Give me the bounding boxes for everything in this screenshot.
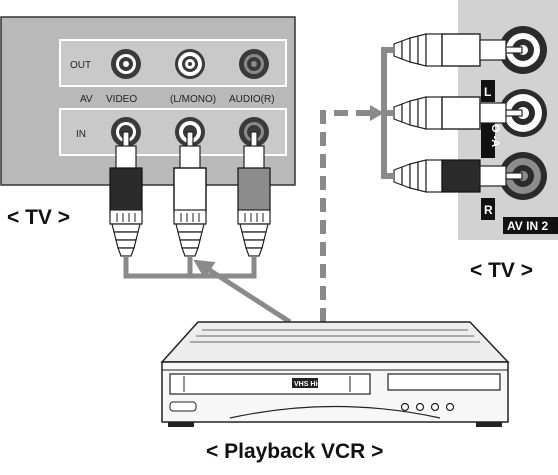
left-tv-caption: < TV > <box>7 206 70 229</box>
av-label: AV <box>80 94 93 105</box>
rca-plug-audio-left <box>173 131 207 257</box>
vcr-badge-box <box>292 378 318 388</box>
out-audio-left-jack <box>175 49 205 79</box>
vcr-badge: VHS HiQ <box>294 381 323 388</box>
out-label: OUT <box>70 60 91 71</box>
video-label: VIDEO <box>106 94 137 105</box>
rca-plug-video <box>109 131 143 257</box>
vcr-display <box>387 373 501 391</box>
rca-plug-right-white <box>393 33 523 67</box>
vcr-tape-slot <box>169 373 371 395</box>
av-in-2-label: AV IN 2 <box>507 219 548 233</box>
vcr-caption: < Playback VCR > <box>206 440 383 463</box>
in-label: IN <box>76 129 86 140</box>
out-audio-right-jack <box>239 49 269 79</box>
vcr-power-button <box>169 401 197 412</box>
left-tv-panel: OUT IN AV VIDEO (L/MONO) AUDIO(R) <box>0 16 296 186</box>
rca-plug-audio-right <box>237 131 271 257</box>
playback-vcr: VHS HiQ <box>160 321 510 427</box>
right-tv-caption: < TV > <box>470 259 533 282</box>
lmono-label: (L/MONO) <box>170 94 216 105</box>
rca-plug-right-white-2 <box>393 96 523 130</box>
right-side-label-r: R <box>484 203 493 217</box>
vcr-control-buttons <box>400 402 455 412</box>
right-side-label-mid: O -A <box>489 124 501 147</box>
right-audio-mono-jack <box>499 89 547 137</box>
right-side-label-l: L <box>484 85 491 99</box>
audio-r-label: AUDIO(R) <box>229 94 275 105</box>
right-audio-right-jack <box>499 152 547 200</box>
av-in-2-tag <box>503 217 558 234</box>
dashed-cable-to-right-tv <box>320 110 370 322</box>
dashed-arrow-head <box>370 105 384 121</box>
out-video-jack <box>111 49 141 79</box>
dashed-cable-connectors <box>381 47 394 179</box>
solid-cable-to-left-tv <box>123 256 292 325</box>
